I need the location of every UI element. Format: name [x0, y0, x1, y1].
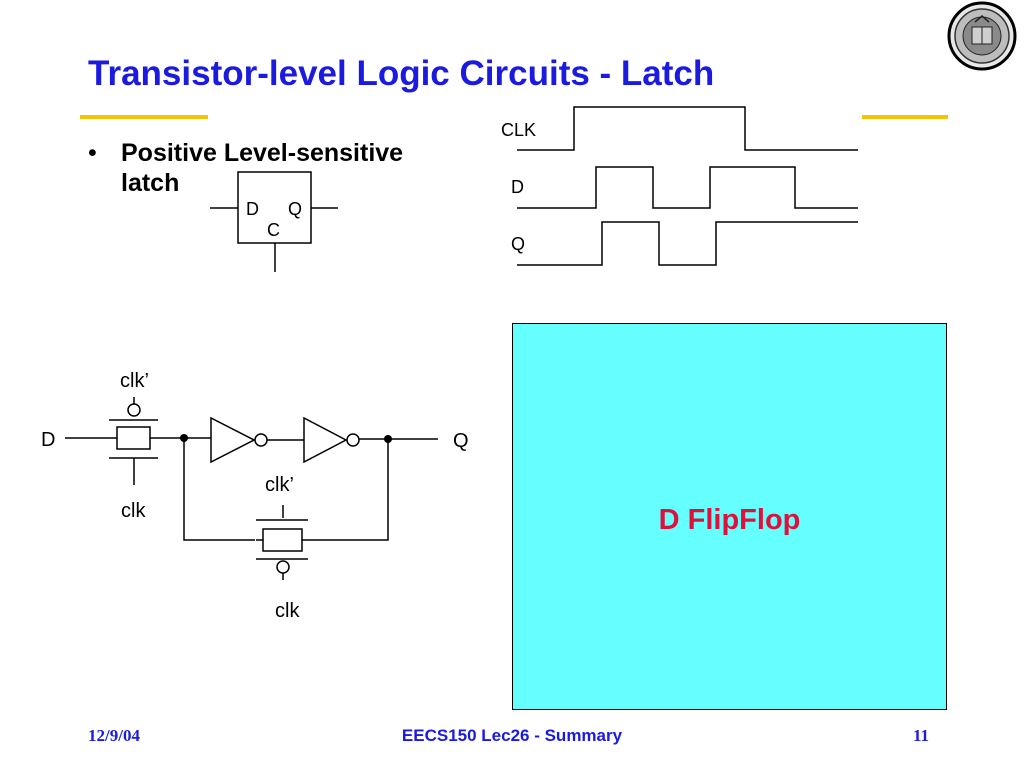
bullet-text: Positive Level-sensitive latch [121, 139, 404, 197]
transmission-gate-2 [256, 505, 309, 580]
timing-clk-label: CLK [501, 120, 536, 140]
q-waveform [517, 221, 858, 266]
timing-q-label: Q [511, 234, 525, 254]
latch-circuit [65, 397, 438, 580]
flipflop-label: D FlipFlop [658, 504, 801, 536]
timing-d-label: D [511, 177, 524, 197]
bullet-marker: • [88, 139, 97, 167]
footer-course: EECS150 Lec26 - Summary [401, 726, 623, 745]
latch-q-label: Q [288, 199, 302, 219]
junction-dot-input [180, 434, 188, 442]
transmission-gate-1 [109, 397, 158, 485]
inverter-1 [210, 416, 268, 464]
bullet-list: • Positive Level-sensitive latch [88, 138, 461, 198]
tg1-inversion-bubble [127, 403, 141, 417]
clk-waveform [517, 106, 858, 151]
tg2-clk-bar-label: clk’ [265, 474, 294, 496]
bullet-item: • Positive Level-sensitive latch [88, 138, 461, 198]
inverter-2 [303, 416, 360, 464]
circuit-input-label: D [41, 429, 55, 451]
d-waveform [517, 166, 858, 209]
footer-date: 12/9/04 [88, 726, 140, 745]
circuit-output-label: Q [453, 430, 469, 452]
feedback-wire-right [309, 439, 389, 541]
latch-c-label: C [267, 220, 280, 240]
tg1-clk-bar-label: clk’ [120, 370, 149, 392]
tg2-clk-label: clk [275, 600, 300, 622]
latch-symbol [210, 171, 338, 272]
tg2-inversion-bubble [276, 560, 290, 574]
flipflop-box: D FlipFlop [512, 323, 947, 710]
title-rule-left [80, 115, 208, 119]
latch-d-label: D [246, 199, 259, 219]
feedback-wire-left [183, 438, 255, 541]
tg1-clk-label: clk [121, 500, 146, 522]
title-rule-right [862, 115, 948, 119]
slide-title: Transistor-level Logic Circuits - Latch [88, 54, 715, 93]
footer-page-number: 11 [913, 726, 930, 745]
junction-dot-output [384, 435, 392, 443]
university-seal-logo [947, 1, 1017, 71]
timing-diagram [517, 106, 858, 266]
